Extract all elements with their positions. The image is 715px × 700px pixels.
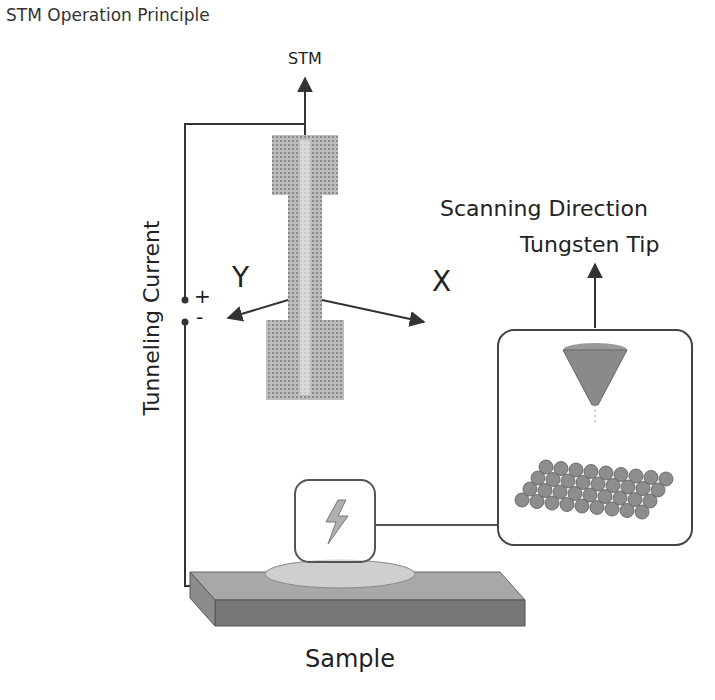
part-label: Sample bbox=[305, 646, 395, 674]
polarity-sign: + bbox=[194, 285, 211, 308]
scan-arrow bbox=[322, 300, 424, 322]
atom-surface bbox=[515, 460, 673, 519]
axis-label: X bbox=[432, 266, 451, 298]
part-label: Tungsten Tip bbox=[520, 232, 659, 257]
diagram-title: STM Operation Principle bbox=[6, 6, 210, 26]
scanner-body bbox=[266, 135, 344, 400]
leader-line bbox=[375, 524, 498, 526]
inset-box bbox=[498, 330, 692, 545]
axis-label: Y bbox=[232, 262, 249, 294]
terminal-dot bbox=[182, 297, 189, 304]
polarity-sign: - bbox=[196, 306, 203, 329]
stm-arrow bbox=[304, 78, 306, 128]
signal-label: Tunneling Current bbox=[139, 220, 164, 415]
spark-symbol bbox=[326, 500, 348, 544]
tip-illustration bbox=[563, 264, 627, 425]
callout-box bbox=[295, 480, 375, 562]
circuit-wire bbox=[185, 322, 192, 586]
component-label: STM bbox=[288, 50, 322, 68]
sample-slab bbox=[190, 560, 525, 626]
scan-arrow bbox=[228, 300, 288, 318]
direction-label: Scanning Direction bbox=[440, 196, 648, 221]
